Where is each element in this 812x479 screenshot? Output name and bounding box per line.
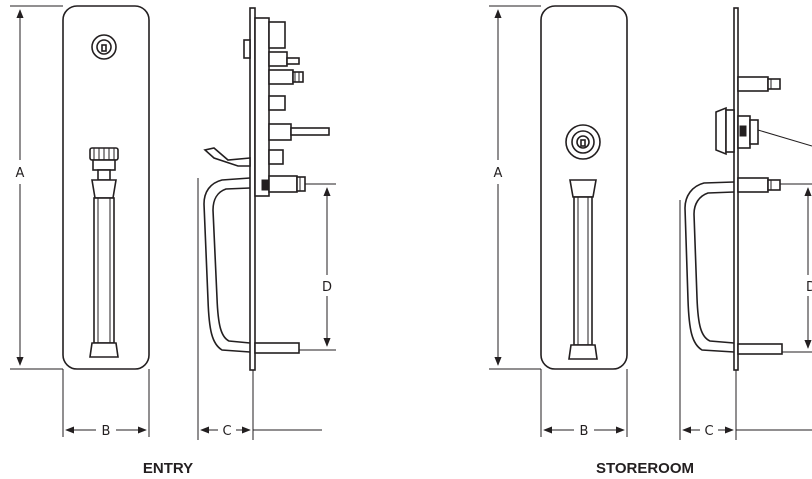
storeroom-key-cylinder bbox=[565, 124, 601, 160]
entry-pull-handle-side bbox=[203, 177, 251, 353]
entry-dimension-b: B bbox=[62, 369, 150, 439]
storeroom-dim-b-label: B bbox=[580, 424, 589, 439]
storeroom-dimension-b: B bbox=[540, 369, 628, 439]
storeroom-pull-handle-side bbox=[684, 181, 735, 353]
entry-dim-d-label: D bbox=[322, 280, 332, 295]
storeroom-cylinder-side bbox=[715, 106, 812, 156]
storeroom-handle-foot bbox=[737, 343, 783, 355]
entry-lock-body bbox=[243, 17, 330, 197]
entry-dimension-a: A bbox=[10, 5, 63, 370]
entry-side-view bbox=[203, 7, 330, 371]
entry-key-cylinder bbox=[91, 34, 117, 60]
storeroom-caption: STOREROOM bbox=[596, 460, 694, 477]
storeroom-dim-d-label: D bbox=[806, 280, 812, 295]
storeroom-dimension-c: C bbox=[679, 200, 812, 440]
entry-dimension-c: C bbox=[197, 178, 322, 440]
entry-front-view bbox=[62, 5, 150, 370]
storeroom-side-view bbox=[684, 7, 812, 371]
entry-handle-foot bbox=[254, 342, 300, 354]
entry-dimension-d: D bbox=[299, 183, 336, 351]
storeroom-pull-handle-front bbox=[568, 179, 598, 360]
entry-dim-b-label: B bbox=[102, 424, 111, 439]
storeroom-dimension-d: D bbox=[780, 183, 812, 353]
storeroom-dim-a-label: A bbox=[494, 166, 503, 181]
entry-pull-handle-front bbox=[89, 147, 119, 358]
storeroom-front-view bbox=[540, 5, 628, 370]
storeroom-escutcheon-plate bbox=[540, 5, 628, 370]
entry-dim-a-label: A bbox=[16, 166, 25, 181]
entry-escutcheon-plate bbox=[62, 5, 150, 370]
storeroom-top-spindle bbox=[737, 76, 781, 92]
entry-dim-c-label: C bbox=[222, 424, 231, 439]
entry-lever-handle bbox=[203, 147, 251, 167]
storeroom-dim-c-label: C bbox=[704, 424, 713, 439]
storeroom-dimension-a: A bbox=[489, 5, 541, 370]
storeroom-bottom-spindle bbox=[737, 177, 781, 193]
entry-caption: ENTRY bbox=[143, 460, 193, 477]
